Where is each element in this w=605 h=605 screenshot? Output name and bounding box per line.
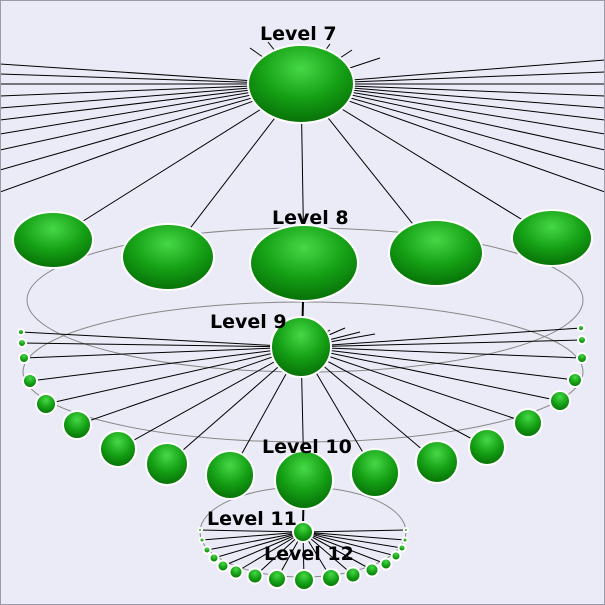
level-10-node [350,448,400,498]
level-10-node [567,372,583,388]
level-7-label: Level 7 [260,23,337,45]
level-12-node [228,564,244,580]
level-8-node [249,224,359,302]
level-9-to-10-edge [300,346,529,424]
level-12-label: Level 12 [264,543,354,565]
level-9-to-10-edge [117,346,302,450]
level-7-edge-right [300,83,605,193]
level-10-node [99,430,137,468]
level-10-node [577,324,585,332]
level-12-node [197,527,203,533]
level-11-to-12-edge [206,531,304,551]
level-10-node [576,352,588,364]
level-9-node [270,316,332,378]
label-layer: Level 7 Level 8 Level 9 Level 10 Level 1… [207,23,354,565]
level-10-node [577,335,587,345]
level-9-to-10-edge [45,346,302,405]
level-8-node [388,219,484,287]
level-11-label: Level 11 [207,508,297,530]
level-12-node [267,569,287,589]
level-8-node [12,211,94,269]
level-12-node [198,536,206,544]
level-11-to-12-edge [302,529,407,533]
level-11-to-12-edge [302,531,403,549]
level-11-to-12-edge [199,529,304,533]
level-10-node [35,393,57,415]
node-layer [12,44,593,591]
level-9-to-10-edge [20,331,302,348]
level-12-node [390,550,402,562]
level-9-to-10-edge [23,346,302,359]
level-11-to-12-edge [201,531,304,541]
level-10-node [549,390,571,412]
level-12-node [401,536,409,544]
level-7-to-8-edge [300,83,553,239]
level-10-node [145,442,189,486]
level-10-node [513,408,543,438]
level-11-to-12-edge [302,531,397,557]
level-12-node [208,552,220,564]
level-12-node [403,527,409,533]
level-11-to-12-edge [213,531,304,559]
level-11-to-12-edge [222,531,304,567]
level-12-node [344,566,362,584]
level-10-node [468,428,506,466]
level-7-edge-right [300,83,605,171]
level-8-node [511,209,593,267]
level-7-edge-left [0,83,302,193]
level-9-to-10-edge [76,346,302,426]
level-10-node [415,440,459,484]
level-10-node [17,338,27,348]
level-9-to-10-edge [21,342,302,348]
level-10-node [62,410,92,440]
level-10-node [274,450,334,510]
level-9-to-10-edge [300,339,583,348]
level-8-label: Level 8 [272,207,349,229]
level-10-label: Level 10 [262,436,352,458]
level-11-node [292,521,314,543]
level-12-node [321,568,341,588]
level-11-to-12-edge [302,531,387,565]
level-12-node [202,545,212,555]
level-9-label: Level 9 [210,311,287,333]
level-12-node [379,557,393,571]
level-12-node [293,569,315,591]
level-10-node [205,450,255,500]
level-9-to-10-edge [29,346,302,382]
level-9-to-10-edge [300,346,561,402]
level-9-to-10-edge [300,346,583,359]
level-10-node [18,352,30,364]
level-11-to-12-edge [302,531,406,541]
level-9-to-10-edge [300,346,488,448]
level-12-node [397,543,407,553]
level-7-node [247,44,355,124]
level-11-to-12-edge [302,531,373,571]
level-8-node [121,223,215,291]
level-11-to-12-edge [235,531,304,573]
level-12-node [216,559,230,573]
level-10-node [17,328,25,336]
level-9-to-10-edge [300,346,576,381]
level-7-to-8-edge [52,83,302,241]
level-9-to-10-edge [300,327,582,348]
level-12-node [246,567,264,585]
level-12-node [364,562,380,578]
level-10-node [22,373,38,389]
